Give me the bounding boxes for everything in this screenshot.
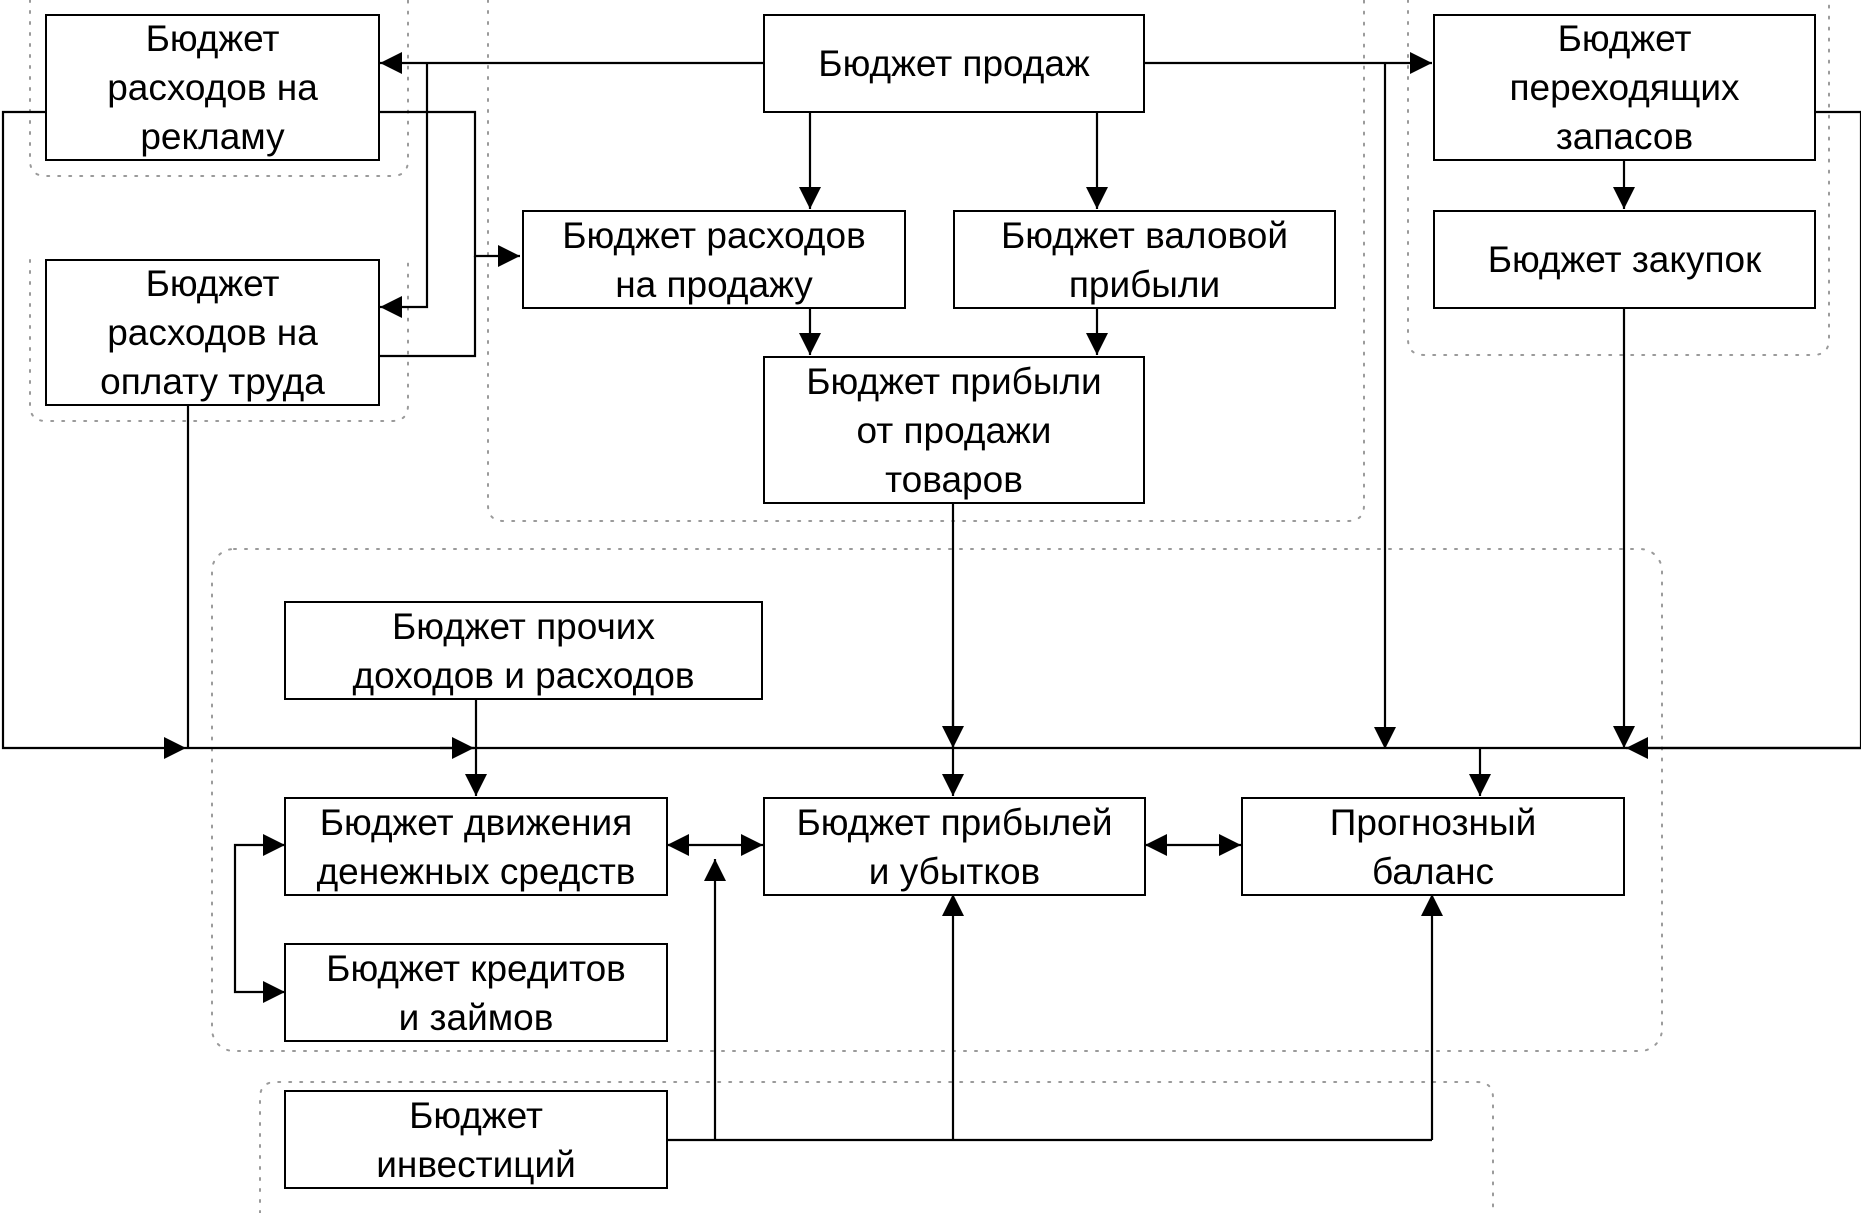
node-other-income-expenses: Бюджет прочих доходов и расходов [284,601,763,700]
connector-lines [1,52,1861,1142]
node-advertising: Бюджет расходов на рекламу [45,14,380,161]
edge-inventory-bus [1626,110,1861,759]
node-purchases: Бюджет закупок [1433,210,1816,309]
node-carryover-inventory: Бюджет переходящих запасов [1433,14,1816,161]
node-selling-expenses: Бюджет расходов на продажу [522,210,906,309]
node-profit-loss: Бюджет прибылей и убытков [763,797,1146,896]
node-investments: Бюджет инвестиций [284,1090,668,1189]
node-sales-profit: Бюджет прибыли от продажи товаров [763,356,1145,504]
edge-cashflow-credits [233,834,285,1003]
node-payroll: Бюджет расходов на оплату труда [45,259,380,406]
group-investments [259,1081,1494,1213]
node-cash-flow: Бюджет движения денежных средств [284,797,668,896]
node-credits-loans: Бюджет кредитов и займов [284,943,668,1042]
group-financial [211,548,1663,1052]
node-forecast-balance: Прогнозный баланс [1241,797,1625,896]
node-gross-profit: Бюджет валовой прибыли [953,210,1336,309]
group-marketing [29,0,409,177]
node-sales: Бюджет продаж [763,14,1145,113]
edge-sales-payroll [380,63,429,318]
edge-advertising-selling [379,110,520,267]
group-payroll [29,259,409,422]
edge-payroll-selling [379,256,477,358]
group-outlines [29,0,1830,1213]
edge-advertising-bus [1,110,186,759]
